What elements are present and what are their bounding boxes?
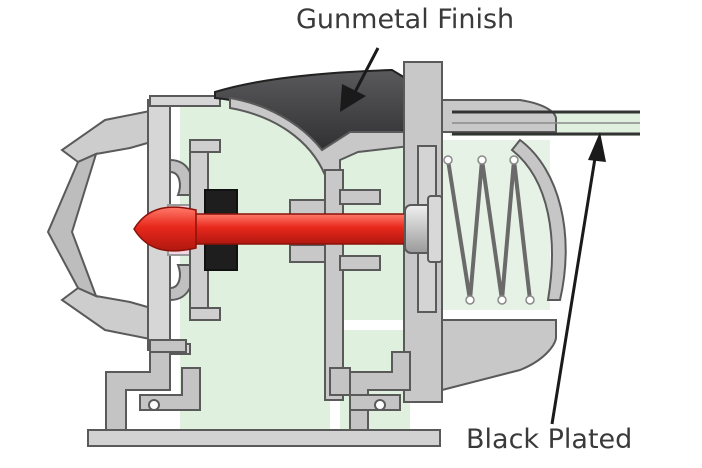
gunmetal-finish-label: Gunmetal Finish <box>296 4 515 35</box>
mounting-base <box>87 339 441 447</box>
valve-housing <box>229 61 557 403</box>
outlet-tube <box>452 110 640 136</box>
spring-icon <box>446 159 532 301</box>
black-plated-label: Black Plated <box>466 424 633 455</box>
inlet-flange <box>46 108 160 342</box>
piston <box>133 195 443 263</box>
finish-callout-arrow <box>340 47 380 112</box>
plated-callout-arrow <box>550 132 606 425</box>
